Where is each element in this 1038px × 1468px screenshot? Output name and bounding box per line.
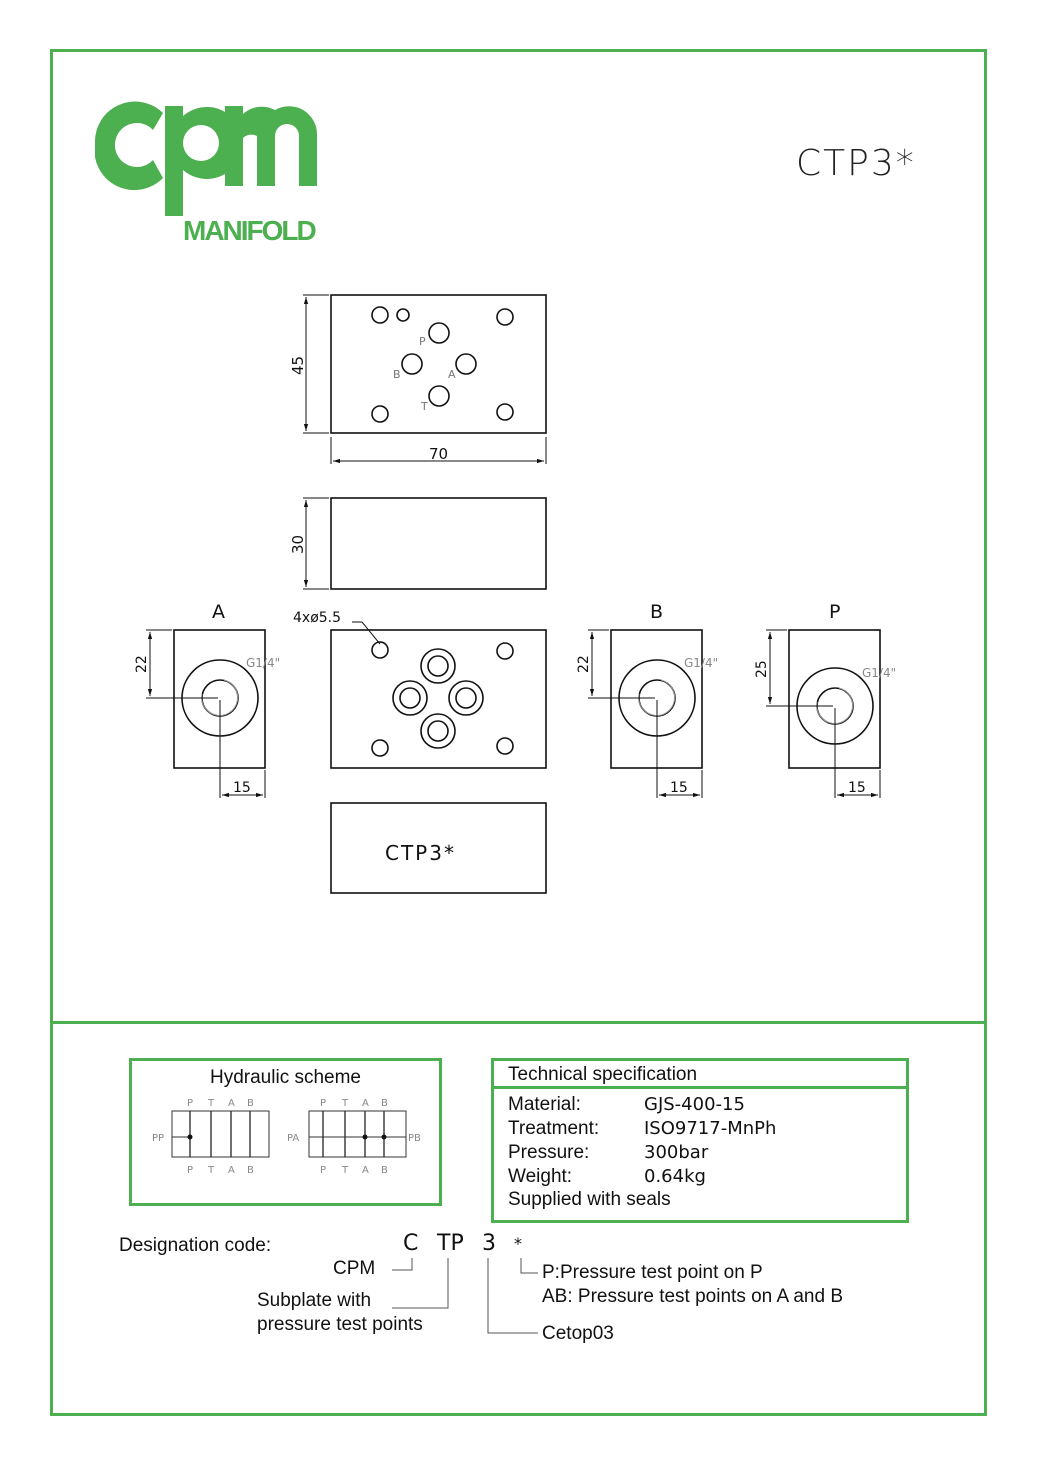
left-top-a: A — [228, 1098, 235, 1109]
view-p-dim-25: 25 — [754, 660, 770, 678]
left-bottom-a: A — [228, 1165, 235, 1176]
right-bottom-p: P — [320, 1165, 326, 1176]
hole-callout: 4xø5.5 — [293, 610, 341, 626]
designation-label: Designation code: — [119, 1235, 272, 1256]
view-p: P 25 15 G1/4" — [754, 601, 896, 798]
view-a-dim-22: 22 — [134, 655, 150, 673]
view-p-dim-15: 15 — [848, 780, 866, 796]
left-bottom-t: T — [207, 1165, 215, 1176]
view-p-label: P — [829, 601, 840, 623]
view-a-thread: G1/4" — [246, 656, 280, 670]
right-side-pa: PA — [287, 1133, 299, 1144]
right-top-a: A — [362, 1098, 369, 1109]
view-a: A 22 15 G1/4" — [134, 601, 280, 798]
right-top-p: P — [320, 1098, 326, 1109]
designation-subplate-1: Subplate with — [257, 1290, 372, 1311]
code-part-3: 3 — [482, 1231, 496, 1256]
tech-spec-header: Technical specification — [494, 1061, 906, 1089]
hydraulic-symbol-right: P T A B P T A B PA PB — [287, 1098, 421, 1176]
view-b-dim-22: 22 — [576, 655, 592, 673]
code-part-c: C — [403, 1231, 419, 1256]
label-view: CTP3* — [330, 802, 547, 894]
designation-option-ab: AB: Pressure test points on A and B — [542, 1286, 844, 1307]
document-title: CTP3* — [796, 143, 916, 184]
spec-row-weight: Weight: 0.64kg — [508, 1166, 706, 1188]
bottom-view: 4xø5.5 — [293, 610, 547, 769]
dim-height-30: 30 — [289, 535, 307, 554]
left-top-b: B — [247, 1098, 254, 1109]
spec-note: Supplied with seals — [508, 1189, 671, 1210]
top-view: P B A T 45 70 — [289, 294, 547, 464]
hydraulic-scheme-box: Hydraulic scheme P T A B P T A B PP — [129, 1058, 442, 1206]
dim-width-70: 70 — [429, 445, 448, 463]
view-b-thread: G1/4" — [684, 656, 718, 670]
spec-value: 300bar — [644, 1142, 709, 1163]
port-label-p: P — [419, 335, 426, 348]
designation-subplate-2: pressure test points — [257, 1314, 423, 1335]
frame-divider — [50, 1021, 987, 1024]
hydraulic-symbols: P T A B P T A B PP P T A — [152, 1098, 421, 1176]
spec-row-pressure: Pressure: 300bar — [508, 1142, 708, 1164]
view-a-dim-15: 15 — [233, 780, 251, 796]
left-side-pp: PP — [152, 1133, 164, 1144]
left-bottom-b: B — [247, 1165, 254, 1176]
view-b-dim-15: 15 — [670, 780, 688, 796]
left-top-t: T — [207, 1098, 215, 1109]
right-top-b: B — [381, 1098, 388, 1109]
left-bottom-p: P — [187, 1165, 193, 1176]
hydraulic-scheme-title: Hydraulic scheme — [210, 1067, 361, 1088]
tech-spec-box: Technical specification Material: GJS-400… — [491, 1058, 909, 1223]
right-bottom-a: A — [362, 1165, 369, 1176]
code-part-tp: TP — [437, 1231, 464, 1256]
view-a-label: A — [212, 601, 225, 623]
side-view: 30 — [289, 497, 547, 590]
right-bottom-b: B — [381, 1165, 388, 1176]
code-part-star: * — [514, 1234, 522, 1253]
left-top-p: P — [187, 1098, 193, 1109]
port-label-a: A — [448, 368, 456, 381]
spec-key: Pressure: — [508, 1142, 590, 1163]
logo-subtext: MANIFOLD — [183, 215, 317, 246]
drawing-frame — [50, 49, 987, 1416]
spec-key: Treatment: — [508, 1118, 600, 1139]
designation-cetop: Cetop03 — [542, 1323, 614, 1344]
hydraulic-symbol-left: P T A B P T A B PP — [152, 1098, 270, 1176]
view-p-thread: G1/4" — [862, 666, 896, 680]
spec-value: ISO9717-MnPh — [644, 1118, 777, 1139]
designation-option-p: P:Pressure test point on P — [542, 1262, 763, 1283]
right-top-t: T — [341, 1098, 349, 1109]
right-side-pb: PB — [408, 1133, 421, 1144]
spec-key: Material: — [508, 1094, 581, 1115]
port-label-t: T — [420, 400, 428, 413]
designation-cpm: CPM — [333, 1258, 376, 1279]
tech-spec-title: Technical specification — [508, 1064, 698, 1085]
spec-value: GJS-400-15 — [644, 1094, 745, 1115]
view-b: B 22 15 G1/4" — [576, 601, 718, 798]
dim-height-45: 45 — [289, 356, 307, 375]
label-view-text: CTP3* — [385, 841, 456, 865]
right-bottom-t: T — [341, 1165, 349, 1176]
spec-key: Weight: — [508, 1166, 573, 1187]
view-b-label: B — [650, 601, 663, 623]
port-label-b: B — [393, 368, 401, 381]
spec-value: 0.64kg — [644, 1166, 706, 1187]
spec-row-material: Material: GJS-400-15 — [508, 1094, 745, 1116]
spec-row-treatment: Treatment: ISO9717-MnPh — [508, 1118, 776, 1140]
cpm-manifold-logo: MANIFOLD — [95, 101, 319, 246]
